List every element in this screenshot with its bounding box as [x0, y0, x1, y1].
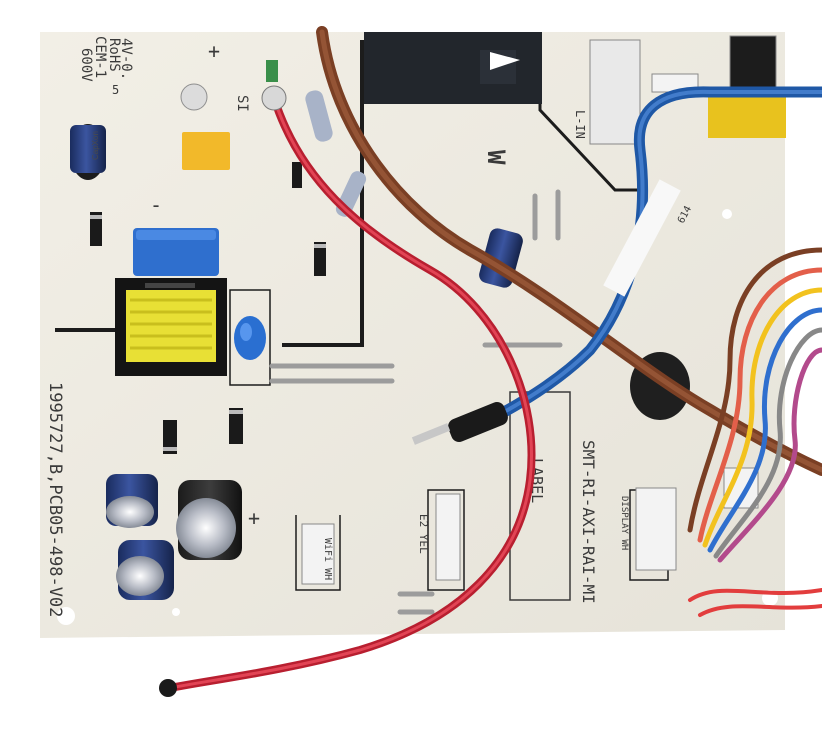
- relay: [364, 32, 542, 104]
- wifi-wh-label: WiFi WH: [322, 538, 333, 580]
- display-wh-label: DISPLAY WH: [619, 496, 629, 550]
- mounting-hole: [57, 607, 75, 625]
- diodes: [90, 162, 326, 454]
- compliance-cem: CEM-1: [92, 36, 108, 78]
- series-code: SMT-RI-AXI-RAI-MI: [579, 440, 598, 604]
- e2-yel-label: E2 YEL: [417, 514, 430, 554]
- compliance-voltage: 600V: [78, 48, 94, 82]
- plus-mark-2: +: [248, 506, 260, 530]
- compliance-rohs: RoHS: [106, 38, 122, 72]
- silkscreen-text: 1995727,B,PCB05-498-V02 SMT-RI-AXI-RAI-M…: [45, 36, 629, 617]
- wire-sleeve: [411, 402, 508, 445]
- brown-wire: [316, 26, 822, 476]
- jumpers: [269, 189, 563, 615]
- ul-mark: 5: [112, 83, 119, 97]
- wire-harness: [687, 247, 822, 617]
- electrolytic-capacitors-bottom: [106, 474, 242, 600]
- wire-end-cap: [159, 679, 177, 697]
- x-capacitor: [133, 228, 219, 276]
- electrolytic-capacitor-top: CapXon: [70, 124, 106, 180]
- plus-mark-1: +: [208, 39, 220, 63]
- si-marker: SI: [234, 95, 250, 112]
- transformer: [115, 278, 227, 376]
- red-wire: [159, 85, 536, 697]
- w-marker: W: [482, 150, 510, 165]
- svg-text:CapXon: CapXon: [91, 131, 100, 160]
- l-in-marker: L-IN: [573, 110, 587, 139]
- ceramic-capacitor: [180, 83, 230, 170]
- minus-mark: -: [150, 193, 162, 217]
- disc-capacitor: [234, 316, 266, 360]
- part-number: 1995727,B,PCB05-498-V02: [45, 382, 65, 617]
- yellow-connector: [708, 92, 786, 138]
- compliance-ac: 4V-0.: [118, 38, 134, 80]
